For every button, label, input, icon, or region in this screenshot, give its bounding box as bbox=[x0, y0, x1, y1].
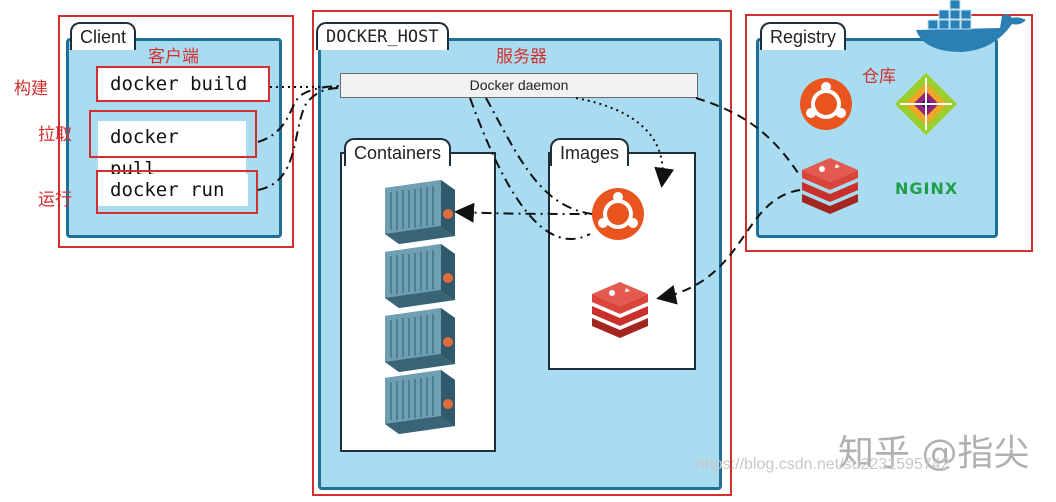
ubuntu-image-icon bbox=[590, 186, 646, 242]
containers-title: Containers bbox=[344, 138, 452, 166]
ubuntu-icon bbox=[798, 76, 854, 132]
docker-build-highlight bbox=[96, 66, 270, 102]
docker-run-command: docker run bbox=[98, 174, 248, 206]
docker-run-highlight bbox=[96, 170, 258, 214]
docker-build-command: docker build bbox=[98, 68, 268, 100]
container-icon bbox=[384, 307, 456, 373]
csdn-watermark: https://blog.csdn.net/su2231595742 bbox=[696, 456, 950, 473]
nginx-icon: NGINX bbox=[895, 179, 958, 198]
docker-daemon-bar: Docker daemon bbox=[340, 73, 698, 98]
registry-title: Registry bbox=[760, 22, 847, 50]
registry-to-images-arrow bbox=[656, 189, 801, 305]
centos-icon bbox=[894, 72, 958, 136]
run-cn-label: 运行 bbox=[38, 190, 72, 210]
run-arrow bbox=[257, 87, 341, 191]
container-icon bbox=[384, 179, 456, 245]
client-title: Client bbox=[70, 22, 137, 50]
redis-icon-registry bbox=[802, 158, 858, 214]
images-title: Images bbox=[550, 138, 630, 166]
container-icon bbox=[384, 369, 456, 435]
client-cn-title: 客户端 bbox=[148, 47, 199, 67]
registry-cn-title: 仓库 bbox=[862, 67, 896, 87]
client-highlight-box bbox=[58, 15, 294, 248]
docker-pull-highlight bbox=[89, 110, 257, 158]
registry-panel bbox=[756, 38, 998, 238]
pull-arrow bbox=[257, 85, 341, 143]
pull-cn-label: 拉取 bbox=[38, 125, 72, 145]
daemon-to-image-dashdot bbox=[469, 97, 591, 240]
host-cn-title: 服务器 bbox=[496, 47, 547, 67]
build-cn-label: 构建 bbox=[14, 79, 48, 99]
container-icon bbox=[384, 243, 456, 309]
run-to-container-arrow bbox=[454, 97, 593, 223]
zhihu-watermark: 知乎 @指尖 bbox=[838, 433, 1030, 474]
redis-image-icon bbox=[592, 282, 648, 338]
host-title: DOCKER_HOST bbox=[316, 22, 449, 50]
daemon-to-ubuntu-image-arrow bbox=[575, 97, 675, 188]
docker-whale-icon bbox=[916, 0, 1026, 52]
registry-highlight-box bbox=[745, 14, 1033, 252]
daemon-to-registry-arrow bbox=[695, 97, 801, 177]
